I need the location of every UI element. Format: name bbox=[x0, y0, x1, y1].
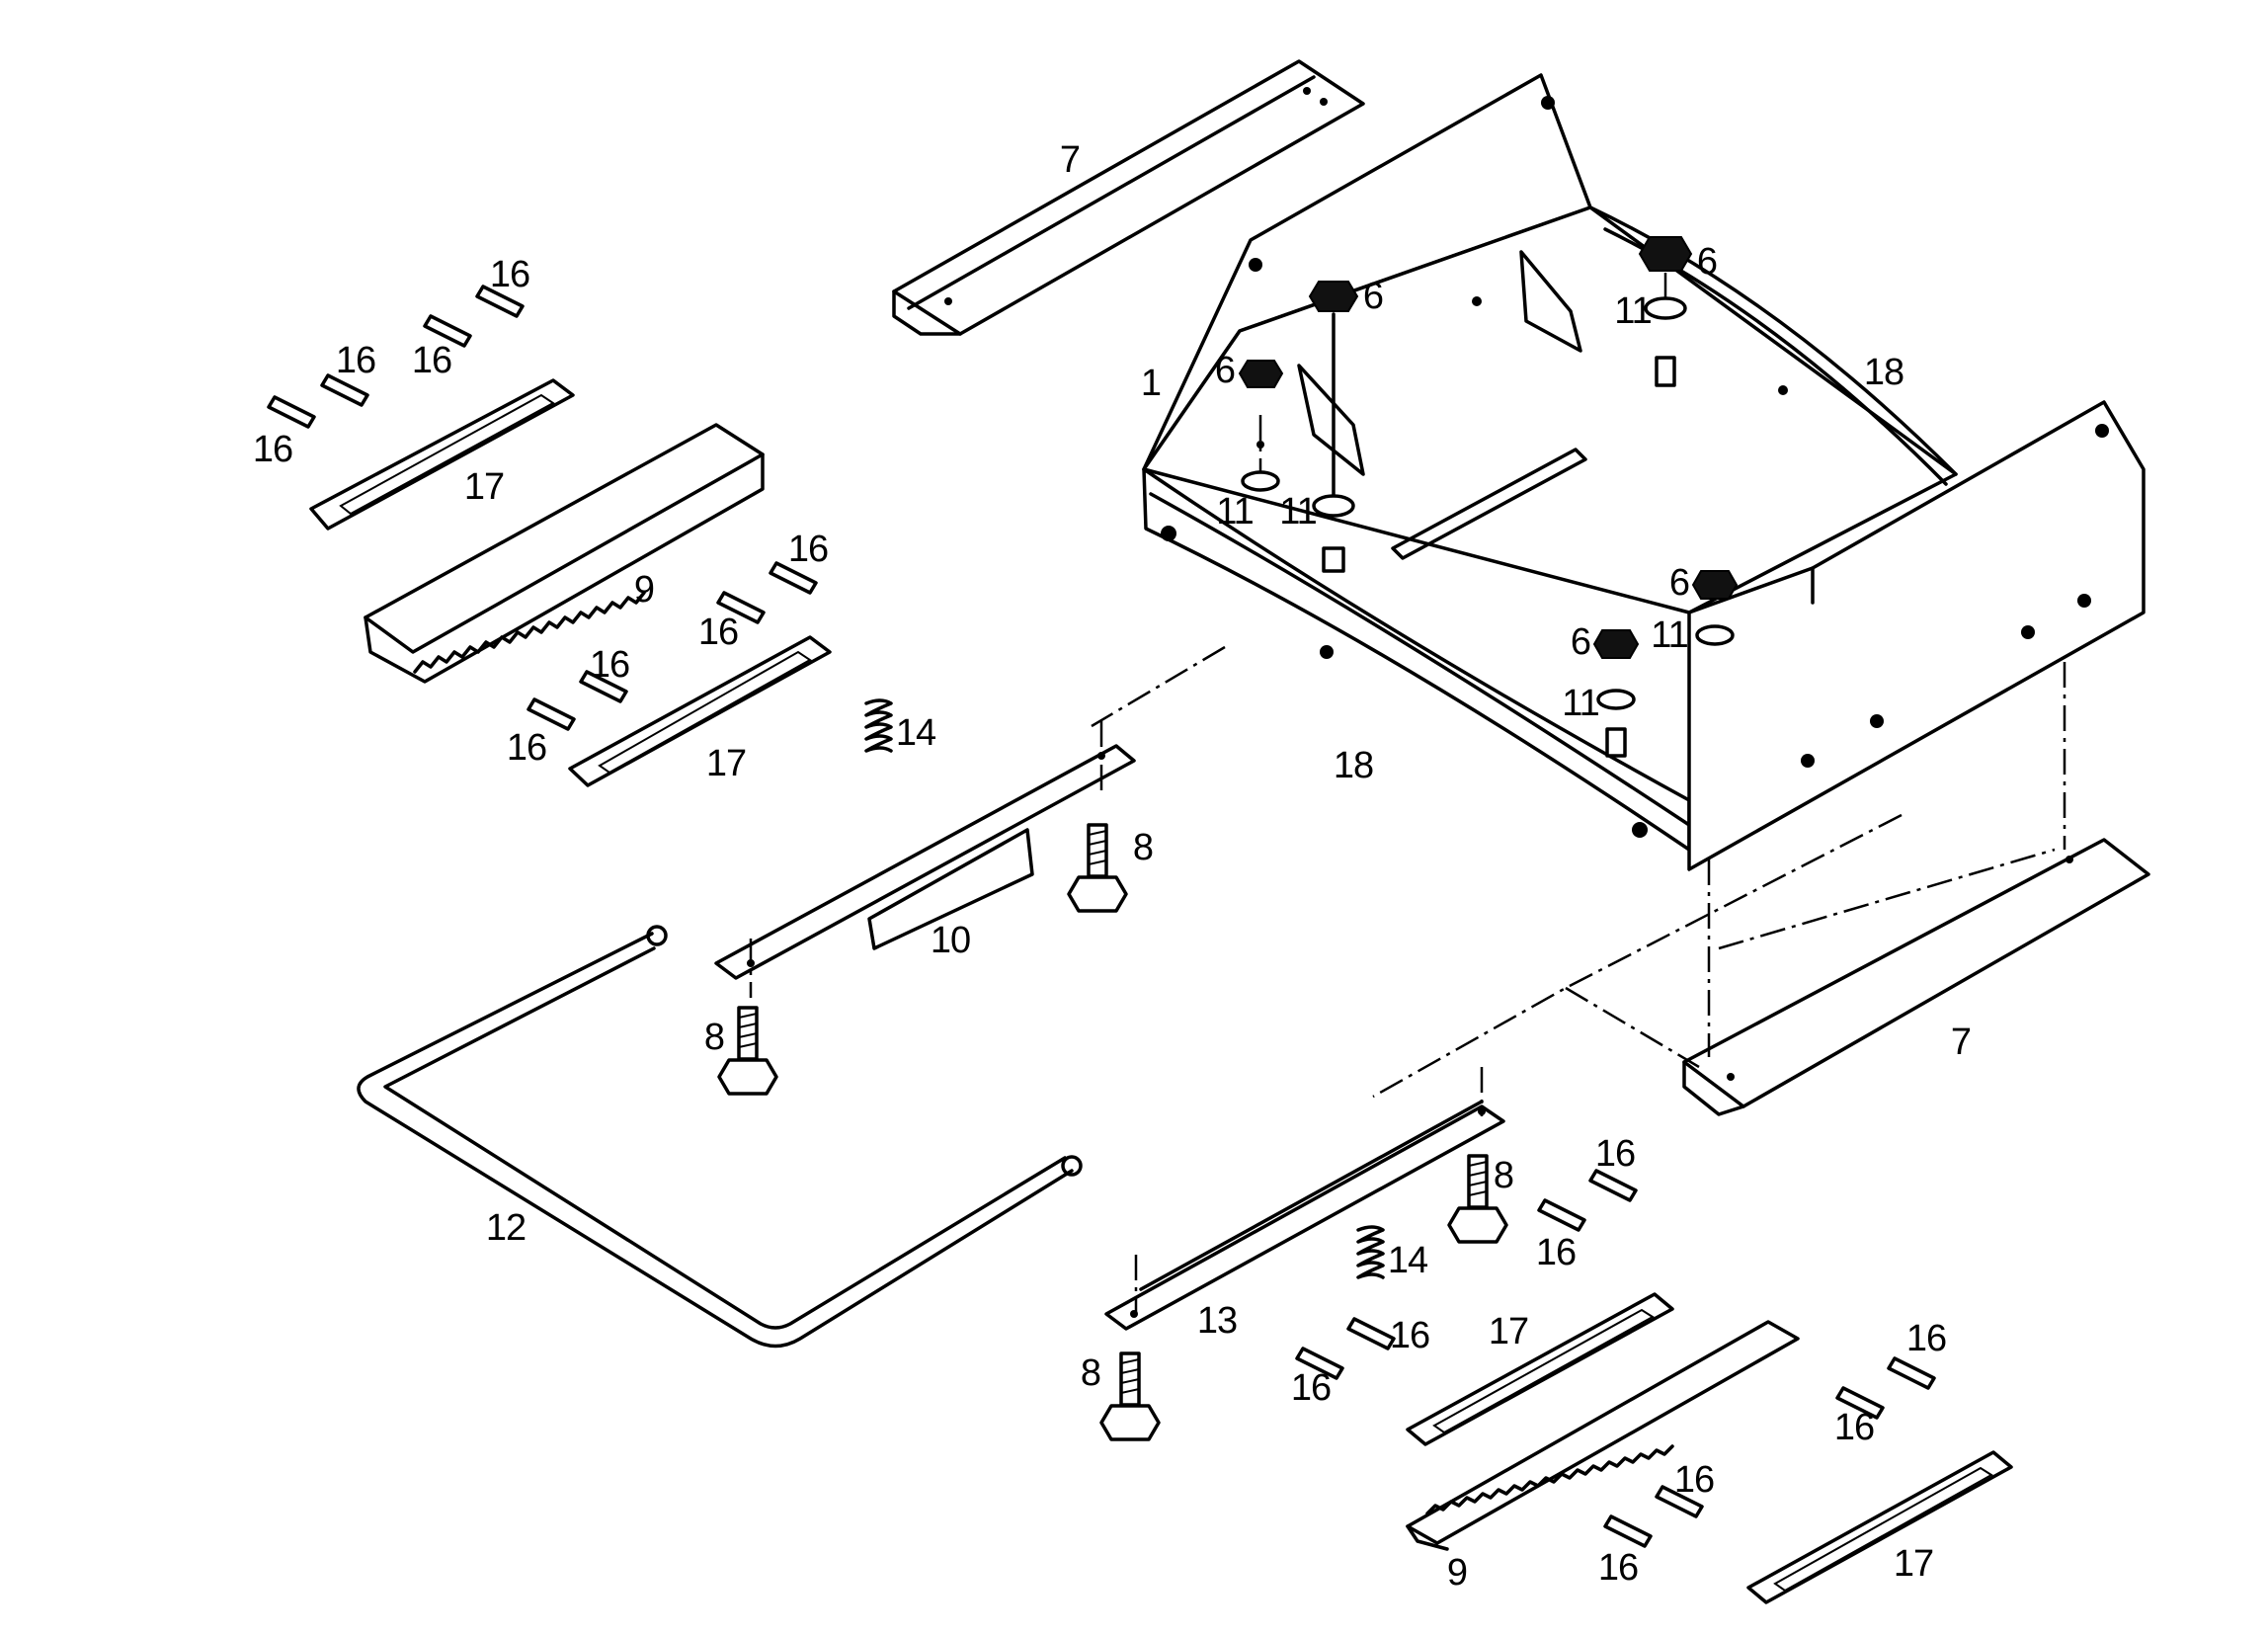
rack-part-9-bottom bbox=[1406, 1320, 1800, 1551]
label-part-9: 9 bbox=[633, 569, 655, 611]
label-part-11: 11 bbox=[1562, 683, 1599, 724]
label-part-16: 16 bbox=[489, 254, 530, 295]
label-part-7: 7 bbox=[1950, 1022, 1972, 1063]
nut-washer-stack-e bbox=[1592, 629, 1640, 758]
plate-part-17-b bbox=[568, 635, 832, 787]
label-part-16: 16 bbox=[1535, 1232, 1577, 1273]
bolt-part-8-a bbox=[1067, 823, 1128, 913]
label-part-16: 16 bbox=[1833, 1407, 1875, 1448]
bolt-part-8-c bbox=[1447, 1154, 1508, 1244]
label-part-16: 16 bbox=[1290, 1367, 1332, 1409]
label-part-11: 11 bbox=[1279, 491, 1317, 532]
rail-part-7-top bbox=[892, 59, 1365, 336]
pins-part-16 bbox=[267, 285, 1936, 1548]
label-part-16: 16 bbox=[1594, 1133, 1636, 1175]
seat-frame-part-1 bbox=[1142, 73, 2146, 871]
label-part-17: 17 bbox=[463, 466, 505, 508]
label-part-16: 16 bbox=[787, 529, 829, 570]
plate-part-17-a bbox=[309, 378, 575, 531]
rail-part-7-right bbox=[1682, 838, 2150, 1116]
label-part-1: 1 bbox=[1140, 363, 1162, 404]
bolt-part-8-b bbox=[717, 1006, 778, 1096]
label-part-16: 16 bbox=[1673, 1459, 1715, 1501]
label-part-17: 17 bbox=[705, 743, 747, 784]
label-part-8: 8 bbox=[1132, 827, 1154, 868]
label-part-11: 11 bbox=[1216, 491, 1254, 532]
label-part-10: 10 bbox=[930, 920, 971, 961]
label-part-16: 16 bbox=[335, 340, 376, 381]
label-part-16: 16 bbox=[1389, 1315, 1430, 1356]
label-part-16: 16 bbox=[506, 727, 547, 769]
label-part-17: 17 bbox=[1488, 1311, 1529, 1352]
label-part-16: 16 bbox=[589, 644, 630, 686]
rod-part-12 bbox=[357, 925, 1083, 1349]
label-part-11: 11 bbox=[1614, 290, 1652, 332]
slide-part-13 bbox=[1104, 1067, 1505, 1331]
label-part-16: 16 bbox=[1597, 1547, 1639, 1589]
label-part-6: 6 bbox=[1362, 276, 1384, 317]
label-part-14: 14 bbox=[1387, 1240, 1428, 1281]
assembly-centerlines bbox=[1091, 273, 2066, 1099]
label-part-16: 16 bbox=[1905, 1318, 1947, 1359]
label-part-12: 12 bbox=[485, 1207, 526, 1249]
label-part-13: 13 bbox=[1196, 1300, 1238, 1342]
label-part-18: 18 bbox=[1863, 352, 1904, 393]
label-part-18: 18 bbox=[1333, 745, 1374, 786]
label-part-8: 8 bbox=[1493, 1155, 1514, 1196]
nut-washer-stack-a bbox=[1238, 360, 1284, 492]
label-part-17: 17 bbox=[1893, 1543, 1934, 1585]
slide-part-10 bbox=[714, 721, 1136, 998]
nut-washer-stack-d bbox=[1691, 570, 1739, 646]
bolt-part-8-d bbox=[1099, 1351, 1161, 1441]
label-part-8: 8 bbox=[1080, 1352, 1101, 1394]
label-part-16: 16 bbox=[697, 612, 739, 653]
spring-part-14-a bbox=[864, 698, 893, 753]
label-part-11: 11 bbox=[1651, 614, 1688, 656]
label-part-9: 9 bbox=[1446, 1552, 1468, 1594]
label-part-6: 6 bbox=[1696, 241, 1718, 283]
label-part-6: 6 bbox=[1668, 562, 1690, 604]
label-part-6: 6 bbox=[1570, 621, 1591, 663]
label-part-14: 14 bbox=[895, 712, 936, 754]
label-part-16: 16 bbox=[411, 340, 452, 381]
label-part-7: 7 bbox=[1059, 139, 1081, 181]
spring-part-14-b bbox=[1356, 1225, 1385, 1279]
plate-part-17-c bbox=[1406, 1292, 1674, 1446]
rack-part-9-left bbox=[364, 423, 765, 684]
nut-washer-stack-c bbox=[1638, 236, 1693, 387]
plate-part-17-d bbox=[1746, 1450, 2013, 1604]
label-part-6: 6 bbox=[1214, 350, 1236, 391]
label-part-16: 16 bbox=[252, 429, 293, 470]
label-part-8: 8 bbox=[703, 1017, 725, 1058]
nut-washer-stack-b bbox=[1308, 281, 1359, 573]
